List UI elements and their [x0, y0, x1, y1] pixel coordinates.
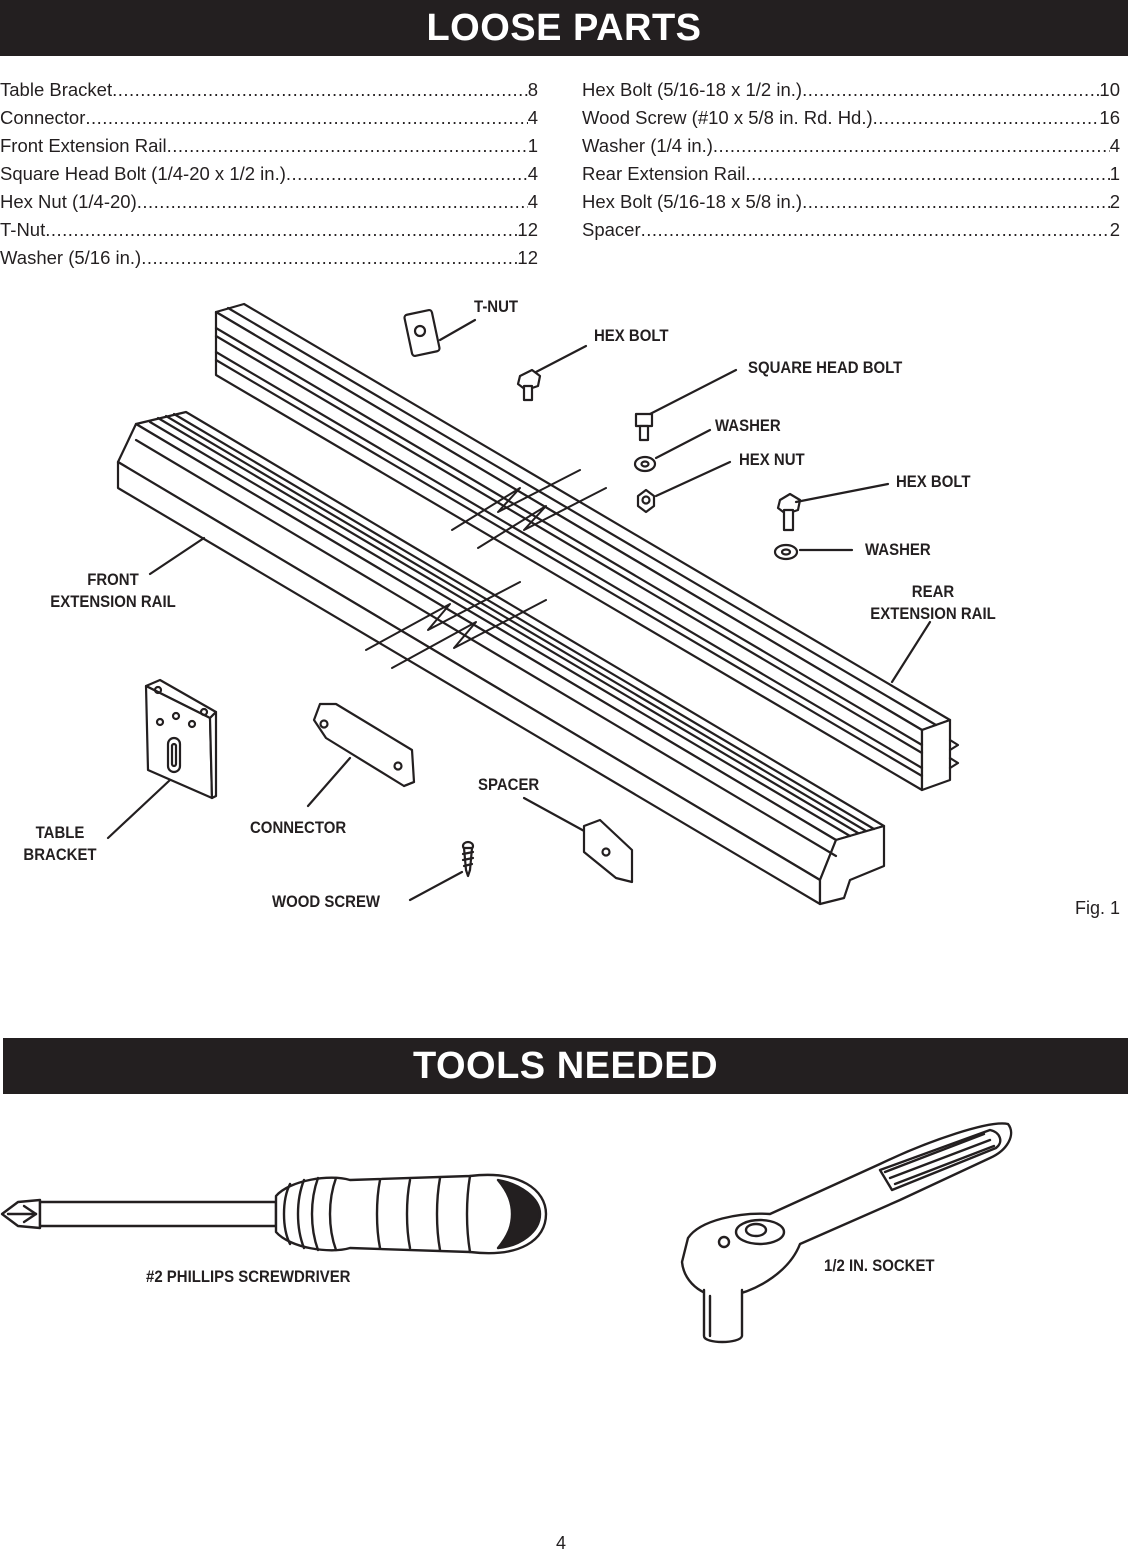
- part-quantity: 2: [1109, 219, 1120, 240]
- spacer-drawing: [582, 818, 634, 884]
- parts-list-item: Hex Bolt (5/16-18 x 1/2 in.) 10: [582, 76, 1120, 104]
- label-table-bracket: TABLE BRACKET: [23, 823, 97, 864]
- label-hex-bolt-2: HEX BOLT: [896, 472, 971, 491]
- part-quantity: 4: [527, 163, 538, 184]
- washer-1-drawing: [633, 428, 712, 473]
- label-spacer: SPACER: [478, 775, 540, 794]
- part-name: Wood Screw (#10 x 5/8 in. Rd. Hd.): [582, 107, 873, 128]
- label-rear-extension-rail: REAR EXTENSION RAIL: [870, 582, 996, 623]
- part-quantity: 16: [1099, 107, 1120, 128]
- hex-bolt-1-drawing: [516, 344, 588, 402]
- part-quantity: 4: [1109, 135, 1120, 156]
- part-quantity: 8: [527, 79, 538, 100]
- label-t-nut: T-NUT: [474, 297, 519, 316]
- page-number: 4: [556, 1533, 567, 1553]
- part-quantity: 2: [1109, 191, 1120, 212]
- part-name: Table Bracket: [0, 79, 113, 100]
- table-bracket-drawing: [144, 678, 218, 800]
- part-name: Front Extension Rail: [0, 135, 167, 156]
- part-quantity: 4: [527, 191, 538, 212]
- parts-list-item: Washer (5/16 in.) 12: [0, 244, 538, 272]
- part-name: Hex Bolt (5/16-18 x 5/8 in.): [582, 191, 803, 212]
- parts-list-left: Table Bracket8Connector4Front Extension …: [0, 76, 538, 272]
- wood-screw-drawing: [461, 840, 475, 878]
- connector-drawing: [312, 702, 416, 788]
- part-name: Washer (5/16 in.): [0, 247, 142, 268]
- label-wood-screw: WOOD SCREW: [272, 892, 381, 911]
- parts-list-item: Table Bracket 8: [0, 76, 538, 104]
- phillips-screwdriver-drawing: [0, 1173, 548, 1255]
- part-quantity: 1: [527, 135, 538, 156]
- leader-lines: [106, 536, 932, 902]
- part-name: Spacer: [582, 219, 641, 240]
- part-name: Hex Nut (1/4-20): [0, 191, 137, 212]
- parts-list-item: Spacer 2: [582, 216, 1120, 244]
- label-washer-1: WASHER: [715, 416, 781, 435]
- parts-list-item: Hex Bolt (5/16-18 x 5/8 in.) 2: [582, 188, 1120, 216]
- square-head-bolt-drawing: [634, 368, 738, 442]
- loose-parts-banner: LOOSE PARTS: [0, 0, 1128, 56]
- t-nut-drawing: [403, 309, 477, 357]
- parts-list-item: Rear Extension Rail 1: [582, 160, 1120, 188]
- parts-list-item: Front Extension Rail 1: [0, 132, 538, 160]
- label-phillips-screwdriver: #2 PHILLIPS SCREWDRIVER: [146, 1267, 351, 1286]
- label-hex-bolt-1: HEX BOLT: [594, 326, 669, 345]
- parts-list-item: Washer (1/4 in.) 4: [582, 132, 1120, 160]
- parts-list-item: Square Head Bolt (1/4-20 x 1/2 in.) 4: [0, 160, 538, 188]
- part-quantity: 10: [1099, 79, 1120, 100]
- ratchet-socket-drawing: [680, 1122, 1013, 1344]
- hex-bolt-2-drawing: [776, 482, 890, 532]
- part-name: Hex Bolt (5/16-18 x 1/2 in.): [582, 79, 803, 100]
- label-square-head-bolt: SQUARE HEAD BOLT: [748, 358, 903, 377]
- label-connector: CONNECTOR: [250, 818, 347, 837]
- rail-break-marks: [365, 469, 607, 669]
- part-quantity: 12: [517, 247, 538, 268]
- label-front-extension-rail: FRONT EXTENSION RAIL: [50, 570, 176, 611]
- hex-nut-drawing: [636, 460, 732, 514]
- rear-extension-rail-drawing: [214, 302, 960, 792]
- front-extension-rail-drawing: [116, 410, 886, 906]
- label-hex-nut: HEX NUT: [739, 450, 805, 469]
- part-name: Washer (1/4 in.): [582, 135, 713, 156]
- part-name: Rear Extension Rail: [582, 163, 746, 184]
- part-name: Square Head Bolt (1/4-20 x 1/2 in.): [0, 163, 286, 184]
- label-washer-2: WASHER: [865, 540, 931, 559]
- parts-list-item: T-Nut 12: [0, 216, 538, 244]
- washer-2-drawing: [773, 543, 854, 561]
- part-quantity: 12: [517, 219, 538, 240]
- parts-list-item: Connector 4: [0, 104, 538, 132]
- figure-caption: Fig. 1: [1075, 898, 1121, 918]
- part-name: Connector: [0, 107, 86, 128]
- parts-list-item: Hex Nut (1/4-20) 4: [0, 188, 538, 216]
- parts-list-item: Wood Screw (#10 x 5/8 in. Rd. Hd.) 16: [582, 104, 1120, 132]
- part-name: T-Nut: [0, 219, 46, 240]
- part-quantity: 4: [527, 107, 538, 128]
- tools-needed-banner: TOOLS NEEDED: [3, 1038, 1128, 1094]
- part-quantity: 1: [1109, 163, 1120, 184]
- label-socket: 1/2 IN. SOCKET: [824, 1256, 935, 1275]
